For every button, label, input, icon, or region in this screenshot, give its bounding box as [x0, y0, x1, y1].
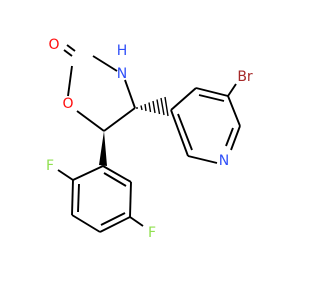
atom-label-ring-nitrogen: N: [117, 66, 127, 82]
atom-label-fluorine-meta: F: [148, 225, 156, 241]
bond-o1-c2: [67, 65, 73, 97]
bond-n3-c4: [124, 79, 136, 109]
molecule-drawing: O H N O Br N F F: [46, 37, 253, 241]
solid-wedge-c5: [99, 131, 107, 166]
atom-label-fluorine-ortho: F: [46, 158, 54, 174]
bond-c2-n3: [92, 55, 118, 72]
atom-label-ring-oxygen: O: [62, 96, 73, 112]
atom-label-nh-hydrogen: H: [117, 43, 128, 59]
oxazolidinone-ring: [63, 44, 136, 132]
bond-c2-o-double-a: [63, 49, 73, 57]
hashed-wedge-c4: [136, 96, 169, 117]
atom-label-pyridine-nitrogen: N: [219, 153, 229, 169]
bond-c-f-ortho: [57, 169, 74, 181]
bond-c-f-meta: [129, 216, 144, 227]
bond-c5-o1: [76, 110, 105, 132]
pyridine-ring: [170, 83, 241, 164]
difluorophenyl-ring: [57, 165, 144, 233]
structure-canvas: O H N O Br N F F: [46, 37, 253, 241]
bond-c4-c5: [103, 107, 136, 132]
atom-label-carbonyl-oxygen: O: [48, 37, 59, 53]
bond-c-br: [227, 83, 237, 97]
atom-label-bromine: Br: [237, 69, 253, 85]
bond-c2-o-double-b: [66, 44, 76, 52]
